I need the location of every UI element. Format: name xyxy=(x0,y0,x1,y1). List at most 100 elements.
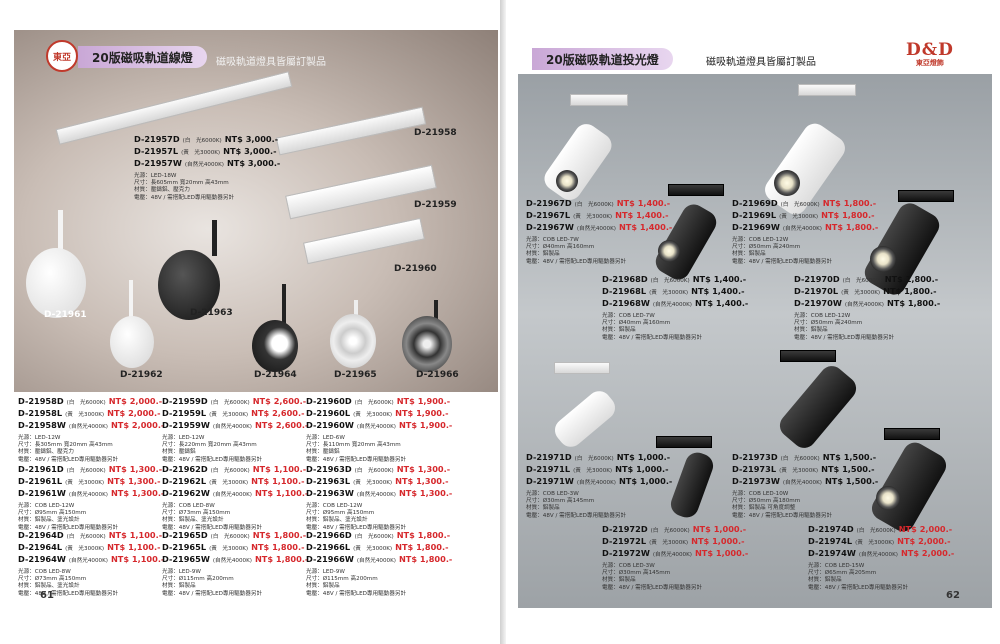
spec-row: D-21966L(黃 光3000K)NT$ 1,800.- xyxy=(306,542,452,554)
spec-block: D-21967D(白 光6000K)NT$ 1,400.-D-21967L(黃 … xyxy=(526,198,672,266)
color-temperature: (黃 光3000K) xyxy=(181,150,221,156)
color-temperature: (黃 光3000K) xyxy=(779,468,819,474)
price: NT$ 1,800.- xyxy=(254,554,309,564)
model-code: D-21961D xyxy=(18,464,64,474)
color-temperature: (自然光4000K) xyxy=(782,480,822,486)
brand-logo: D&D 東亞燈飾 xyxy=(906,40,954,68)
color-temperature: (白 光6000K) xyxy=(210,534,250,540)
model-code: D-21960D xyxy=(306,396,352,406)
price: NT$ 2,600.- xyxy=(252,396,307,406)
price: NT$ 1,800.- xyxy=(398,554,453,564)
spec-block: D-21973D(白 光6000K)NT$ 1,500.-D-21973L(黃 … xyxy=(732,452,878,520)
price: NT$ 1,300.- xyxy=(108,464,163,474)
spec-row: D-21970D(白 光6000K)NT$ 1,800.- xyxy=(794,274,940,286)
color-temperature: (白 光6000K) xyxy=(66,468,106,474)
spec-row: D-21969W(自然光4000K)NT$ 1,800.- xyxy=(732,222,878,234)
price: NT$ 1,100.- xyxy=(252,464,307,474)
spec-line: 尺寸：Ø40mm 高160mm xyxy=(602,320,671,327)
model-code: D-21962D xyxy=(162,464,208,474)
spec-line: 尺寸：Ø50mm 高240mm xyxy=(732,244,801,251)
spec-line: 電壓：48V / 需搭配LED專用驅動器另計 xyxy=(732,258,833,265)
color-temperature: (自然光4000K) xyxy=(68,558,108,564)
color-temperature: (自然光4000K) xyxy=(652,302,692,308)
spec-line: 電壓：48V / 需搭配LED專用驅動器另計 xyxy=(18,456,119,463)
color-temperature: (自然光4000K) xyxy=(68,492,108,498)
spotlight-d21973 xyxy=(775,361,861,453)
price: NT$ 1,500.- xyxy=(824,476,879,486)
stem-d21961 xyxy=(58,210,63,250)
downlight-d21963 xyxy=(158,250,220,320)
model-code: D-21974W xyxy=(808,548,856,558)
color-temperature: (白 光6000K) xyxy=(574,202,614,208)
color-temperature: (黃 光3000K) xyxy=(209,480,249,486)
track-d21974 xyxy=(884,428,940,440)
price: NT$ 1,400.- xyxy=(616,198,671,208)
spec-row: D-21973L(黃 光3000K)NT$ 1,500.- xyxy=(732,464,878,476)
spec-line: 光源：COB LED-10W xyxy=(732,491,789,497)
color-temperature: (白 光6000K) xyxy=(182,138,222,144)
model-code: D-21964L xyxy=(18,542,63,552)
brand-logo: 東亞 xyxy=(46,40,78,72)
spec-row: D-21964W(自然光4000K)NT$ 1,100.- xyxy=(18,554,164,566)
color-temperature: (自然光4000K) xyxy=(212,492,252,498)
price: NT$ 1,900.- xyxy=(396,396,451,406)
spec-row: D-21974D(白 光6000K)NT$ 2,000.- xyxy=(808,524,954,536)
color-temperature: (白 光6000K) xyxy=(354,400,394,406)
book-spine xyxy=(500,0,506,644)
color-temperature: (黃 光3000K) xyxy=(209,412,249,418)
label-d21966: D-21966 xyxy=(416,370,459,380)
color-temperature: (自然光4000K) xyxy=(652,552,692,558)
model-code: D-21968D xyxy=(602,274,648,284)
model-code: D-21960L xyxy=(306,408,351,418)
price: NT$ 2,000.- xyxy=(900,548,955,558)
spec-line: 電壓：48V / 需搭配LED專用驅動器另計 xyxy=(306,456,407,463)
model-code: D-21965L xyxy=(162,542,207,552)
spec-line: 電壓：48V / 需搭配LED專用驅動器另計 xyxy=(18,524,119,531)
spec-row: D-21973D(白 光6000K)NT$ 1,500.- xyxy=(732,452,878,464)
price: NT$ 1,300.- xyxy=(398,488,453,498)
color-temperature: (黃 光3000K) xyxy=(353,412,393,418)
spec-line: 光源：LED-12W xyxy=(18,435,61,441)
price: NT$ 1,900.- xyxy=(395,408,449,418)
model-code: D-21962W xyxy=(162,488,210,498)
spec-row: D-21972D(白 光6000K)NT$ 1,000.- xyxy=(602,524,748,536)
spec-line: 材質：鋁製品 xyxy=(306,583,340,590)
spec-line: 尺寸：長220mm 寬20mm 高43mm xyxy=(162,442,257,449)
spec-row: D-21961D(白 光6000K)NT$ 1,300.- xyxy=(18,464,164,476)
spec-row: D-21962W(自然光4000K)NT$ 1,100.- xyxy=(162,488,308,500)
price: NT$ 1,000.- xyxy=(615,464,669,474)
color-temperature: (黃 光3000K) xyxy=(65,480,105,486)
spec-row: D-21964L(黃 光3000K)NT$ 1,100.- xyxy=(18,542,164,554)
spec-line: 材質：鋁製品、塗光設計 xyxy=(306,517,368,524)
spec-row: D-21965D(白 光6000K)NT$ 1,800.- xyxy=(162,530,308,542)
track-d21968 xyxy=(668,184,724,196)
page-number: 61 xyxy=(40,590,54,601)
spec-line: 光源：LED-18W xyxy=(134,173,177,179)
price: NT$ 2,000.- xyxy=(897,536,951,546)
color-temperature: (自然光4000K) xyxy=(782,226,822,232)
price: NT$ 1,800.- xyxy=(822,198,877,208)
spec-row: D-21958L(黃 光3000K)NT$ 2,000.- xyxy=(18,408,164,420)
spec-line: 尺寸：Ø73mm 高150mm xyxy=(162,510,231,517)
lens-d21968 xyxy=(658,240,680,262)
label-d21964: D-21964 xyxy=(254,370,297,380)
spec-row: D-21957D(白 光6000K)NT$ 3,000.- xyxy=(134,134,280,146)
spec-line: 尺寸：長110mm 寬20mm 高43mm xyxy=(306,442,401,449)
spec-line: 材質：鋁製品、塗光設計 xyxy=(18,517,80,524)
spec-row: D-21965L(黃 光3000K)NT$ 1,800.- xyxy=(162,542,308,554)
model-code: D-21970D xyxy=(794,274,840,284)
price: NT$ 1,100.- xyxy=(254,488,309,498)
spec-line: 電壓：48V / 需搭配LED專用驅動器另計 xyxy=(602,584,703,591)
spec-line: 材質：鋁製品 xyxy=(732,251,766,258)
price: NT$ 1,900.- xyxy=(398,420,453,430)
spec-line: 材質：鋁製品 可角度調整 xyxy=(732,505,796,512)
spec-block: D-21970D(白 光6000K)NT$ 1,800.-D-21970L(黃 … xyxy=(794,274,940,342)
model-code: D-21971W xyxy=(526,476,574,486)
spec-line: 材質：鋁製品 xyxy=(794,327,828,334)
model-code: D-21966D xyxy=(306,530,352,540)
color-temperature: (自然光4000K) xyxy=(844,302,884,308)
spec-line: 尺寸：Ø95mm 高150mm xyxy=(306,510,375,517)
spec-row: D-21967L(黃 光3000K)NT$ 1,400.- xyxy=(526,210,672,222)
